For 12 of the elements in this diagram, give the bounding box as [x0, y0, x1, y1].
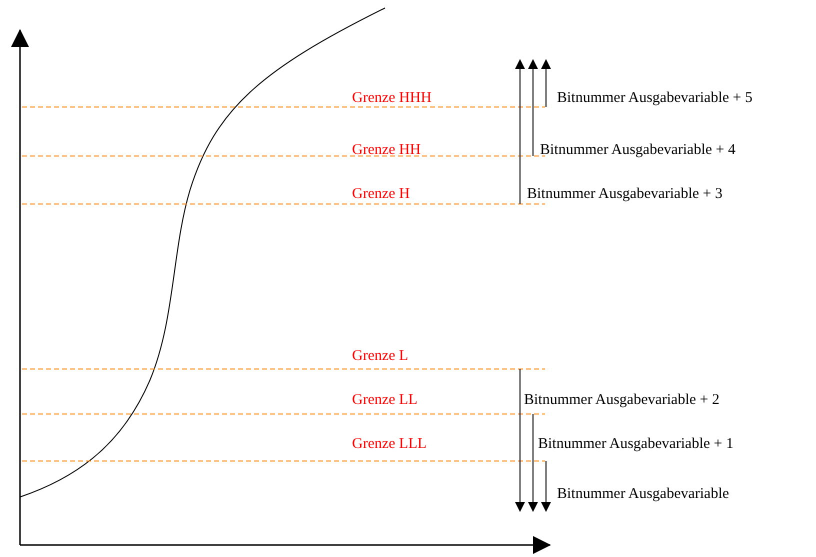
bit-label: Bitnummer Ausgabevariable [557, 485, 730, 503]
limit-label: Grenze LLL [352, 435, 427, 453]
limit-label: Grenze HHH [352, 89, 432, 107]
bit-label: Bitnummer Ausgabevariable + 2 [524, 391, 720, 409]
bit-label: Bitnummer Ausgabevariable + 3 [527, 185, 722, 203]
limit-label: Grenze HH [352, 141, 421, 159]
limit-label: Grenze H [352, 185, 410, 203]
bit-label: Bitnummer Ausgabevariable + 1 [538, 435, 734, 453]
limit-label: Grenze LL [352, 391, 418, 409]
bit-label: Bitnummer Ausgabevariable + 5 [557, 89, 752, 107]
bit-label: Bitnummer Ausgabevariable + 4 [540, 141, 736, 159]
limit-label: Grenze L [352, 347, 408, 365]
